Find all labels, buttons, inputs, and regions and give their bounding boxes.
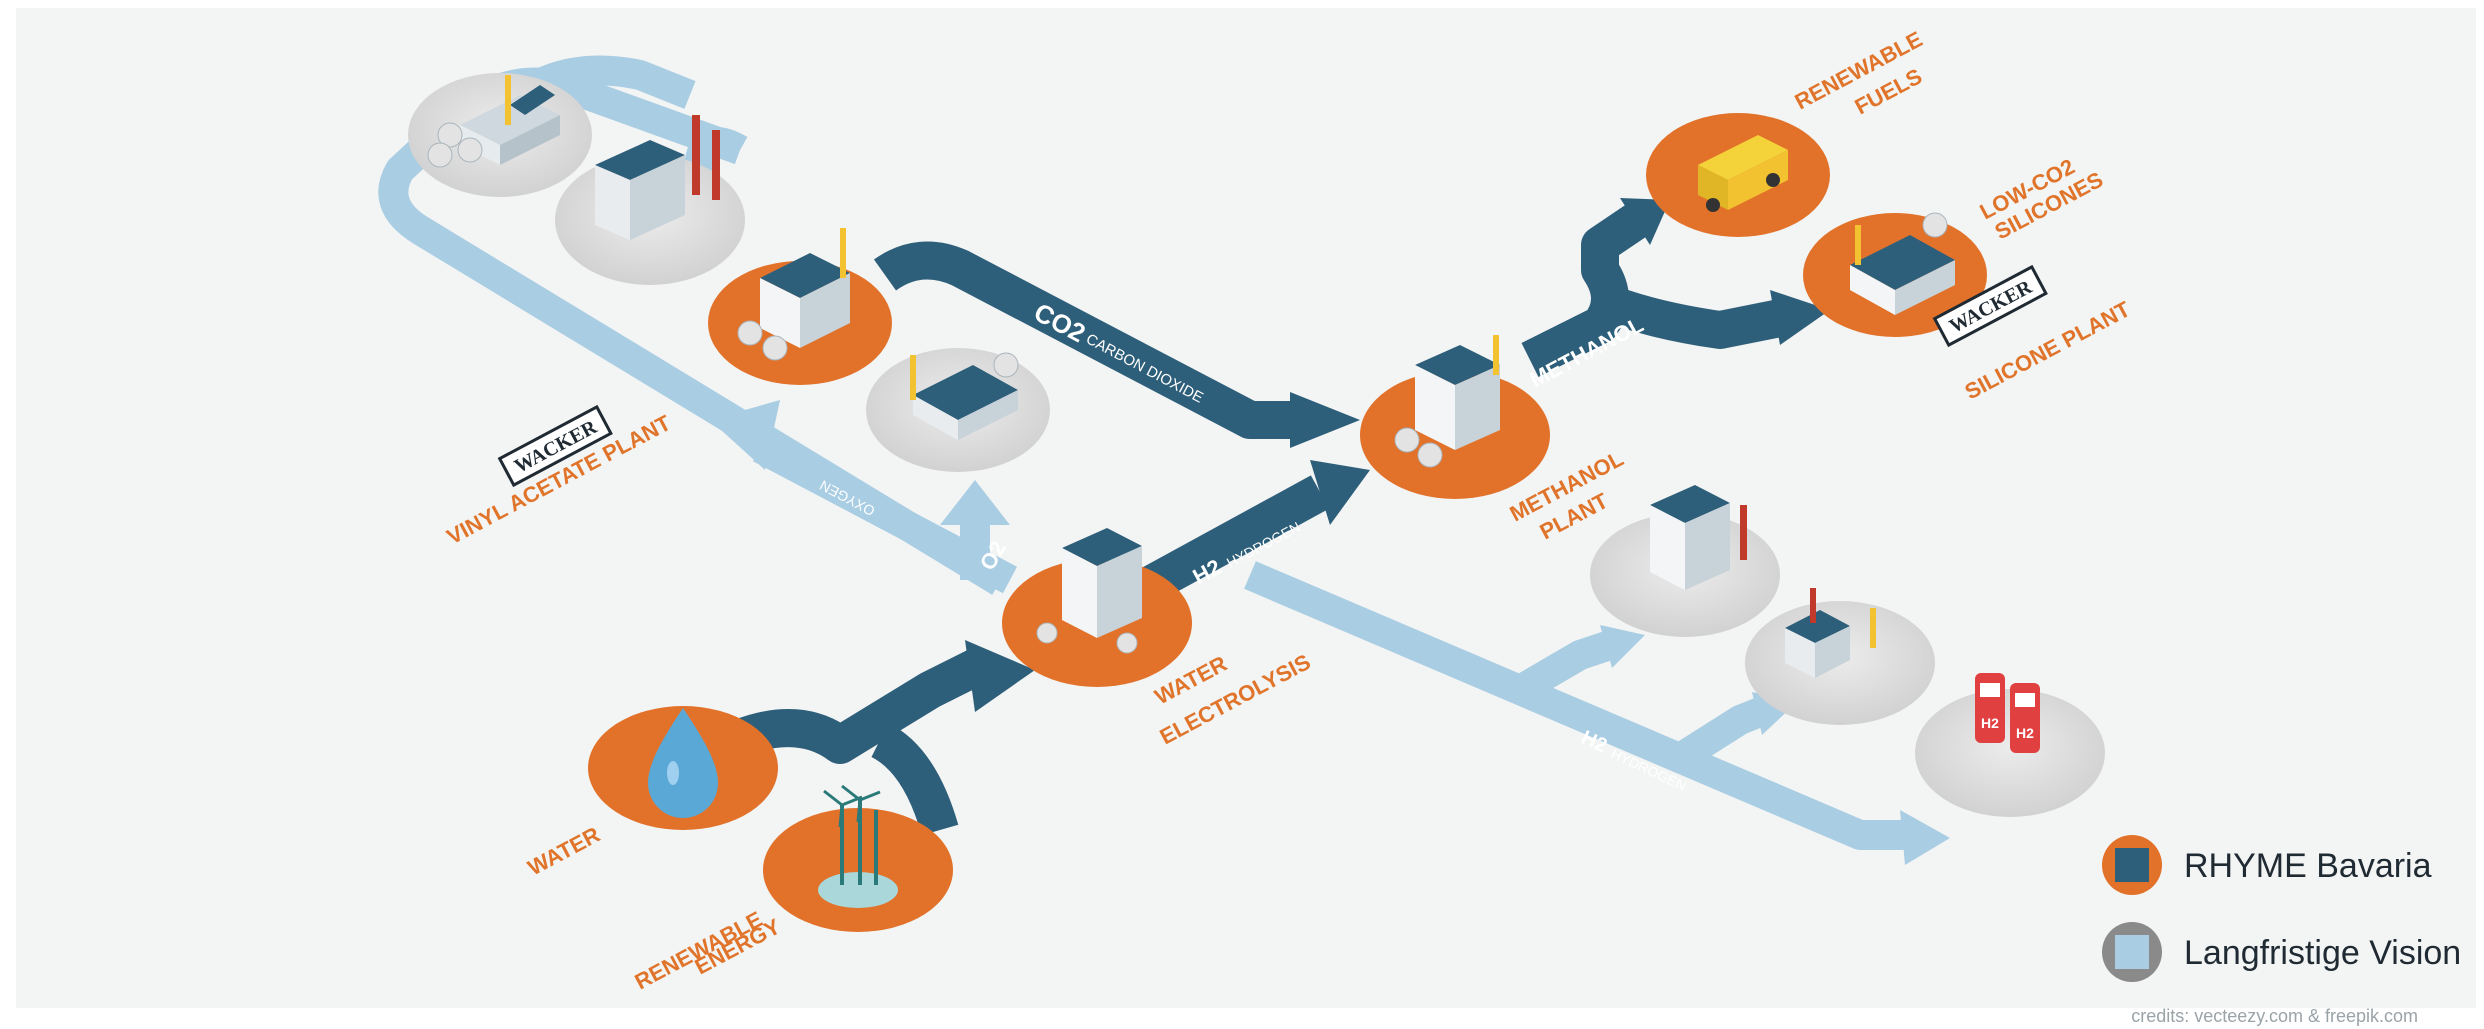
- methanol-branch: [1592, 282, 1784, 349]
- office-building-icon: [595, 115, 720, 240]
- fuels-arrowhead: [1620, 198, 1670, 245]
- factory-icon: [1394, 335, 1500, 468]
- legend: RHYME Bavaria Langfristige Vision: [2102, 835, 2461, 982]
- branch1-arrowhead: [1600, 625, 1645, 668]
- node-renewable-fuels: [1646, 113, 1830, 237]
- node-low-co2-silicones: [1803, 212, 1987, 337]
- node-gray-building-1: [1590, 485, 1780, 637]
- silicones-arrowhead: [1770, 290, 1830, 345]
- fuel-pump-icon: H2 H2: [1975, 673, 2040, 753]
- co2-arrowhead: [1290, 392, 1360, 448]
- factory-icon: [1785, 588, 1876, 678]
- node-water: [588, 706, 778, 830]
- legend-label-vision: Langfristige Vision: [2184, 934, 2461, 972]
- factory-icon: [737, 228, 850, 361]
- node-vinyl-acetate-plant: [408, 73, 592, 197]
- h2-branch-2: [1671, 698, 1766, 771]
- svg-text:H2: H2: [1981, 715, 1999, 731]
- factory-icon: [427, 75, 560, 168]
- factory-icon: [910, 352, 1019, 440]
- legend-label-rhyme: RHYME Bavaria: [2184, 847, 2432, 885]
- o2-arrowhead: [940, 480, 1010, 525]
- office-building-icon: [1650, 485, 1747, 590]
- h2-end-arrowhead: [1900, 810, 1950, 865]
- background-panel: [16, 8, 2476, 1008]
- wind-turbine-icon: [818, 784, 898, 908]
- node-gray-fuel-station: H2 H2: [1915, 673, 2105, 817]
- factory-icon: [1850, 212, 1955, 315]
- node-water-electrolysis: [1002, 528, 1192, 687]
- oxygen-arrowhead: [710, 400, 780, 470]
- van-icon: [1698, 135, 1788, 212]
- office-building-icon: [1036, 528, 1142, 654]
- h2-branch-1: [1512, 630, 1615, 703]
- node-office-building: [555, 115, 745, 285]
- methanol-plant-arrowhead: [1310, 460, 1370, 525]
- dark-flows: [733, 202, 1784, 836]
- electrolysis-arrowhead: [965, 640, 1035, 712]
- node-gray-building-2: [1745, 588, 1935, 725]
- h2-dark-flow: [1140, 475, 1330, 602]
- upper-connector: [685, 127, 748, 190]
- credits-text: credits: vecteezy.com & freepik.com: [2131, 1006, 2418, 1026]
- node-gray-factory: [866, 348, 1050, 472]
- dark-arrowheads: [965, 198, 1830, 712]
- node-renewable-energy: [763, 784, 953, 932]
- h2-light-flow: [1244, 561, 1905, 850]
- legend-item-vision: Langfristige Vision: [2102, 922, 2461, 982]
- water-drop-icon: [648, 708, 718, 818]
- node-co2-source-plant: [708, 228, 892, 385]
- co2-flow: [873, 241, 1300, 439]
- legend-item-rhyme: RHYME Bavaria: [2102, 835, 2432, 895]
- svg-text:H2: H2: [2016, 725, 2034, 741]
- node-methanol-plant: [1360, 335, 1550, 499]
- energy-to-electrolysis: [870, 723, 959, 836]
